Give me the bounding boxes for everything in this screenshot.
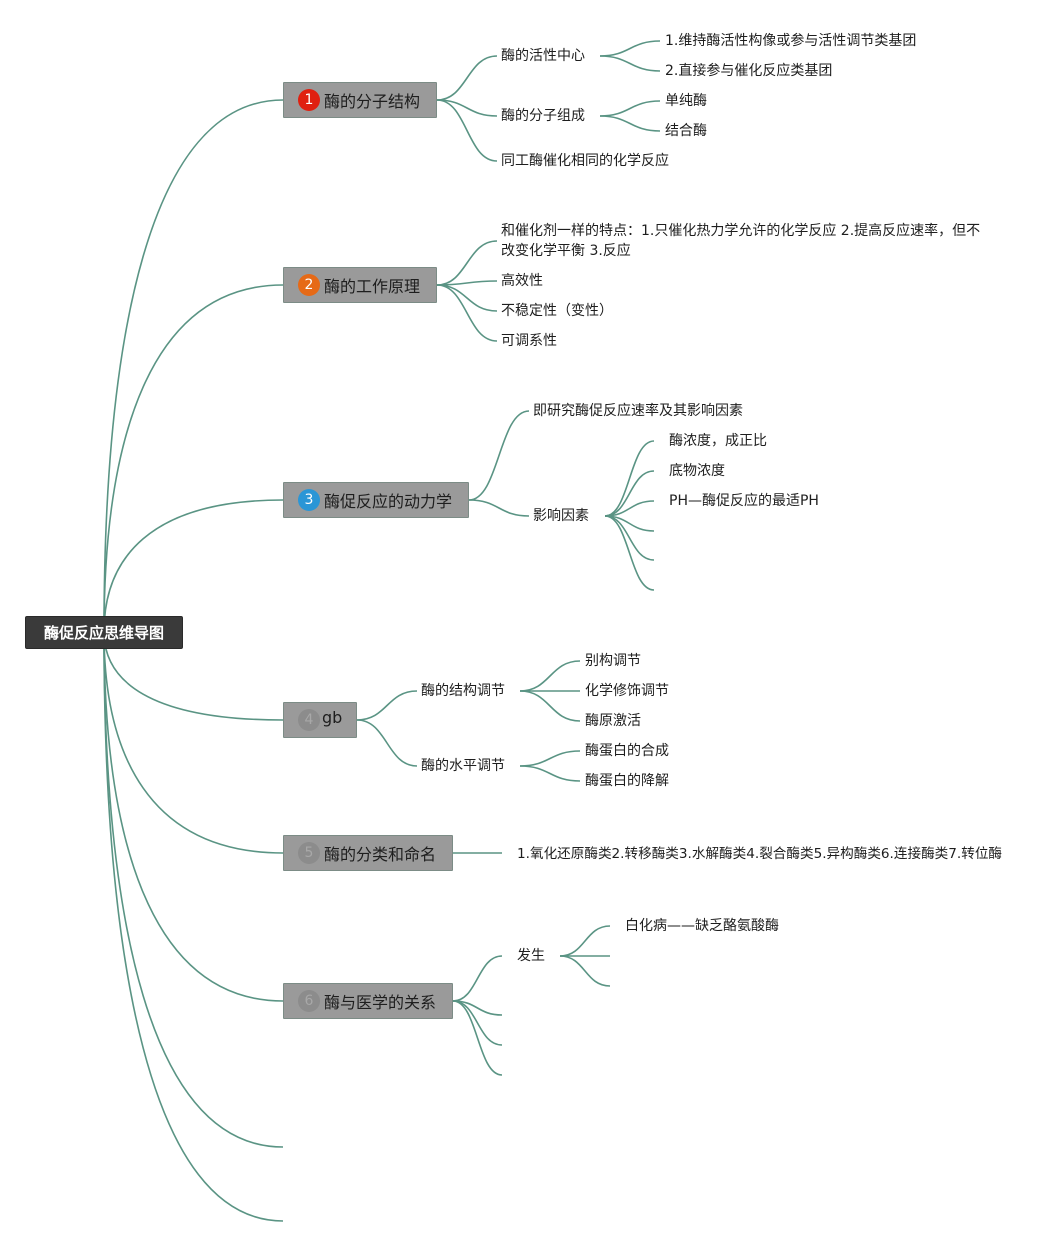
topic-3-child-1[interactable]: 即研究酶促反应速率及其影响因素 — [533, 403, 743, 419]
t3-c2-l6-line — [604, 515, 655, 591]
badge-5-icon: 5 — [298, 842, 320, 864]
topic-5-child-1[interactable]: 1.氧化还原酶类2.转移酶类3.水解酶类4.裂合酶类5.异构酶类6.连接酶类7.… — [517, 846, 1003, 862]
t4-c2-line — [356, 719, 418, 767]
t4-c2-l1-line — [519, 750, 581, 767]
topic-2[interactable]: 2 酶的工作原理 — [283, 267, 437, 303]
root-to-topic-4-line — [103, 631, 284, 721]
topic-1-child-3[interactable]: 同工酶催化相同的化学反应 — [501, 153, 669, 169]
t1-c1-line — [436, 55, 498, 101]
topic-6[interactable]: 6 酶与医学的关系 — [283, 983, 453, 1019]
t1-c1-l1-line — [599, 40, 661, 57]
topic-4-child-1[interactable]: 酶的结构调节 — [421, 683, 505, 699]
topic-6-label: 酶与医学的关系 — [324, 993, 437, 1012]
topic-4-child-1-leaf-2[interactable]: 化学修饰调节 — [585, 683, 669, 699]
t2-c4-line — [436, 284, 498, 342]
t6-c1-line — [452, 955, 503, 1002]
topic-6-child-1[interactable]: 发生 — [517, 948, 545, 964]
topic-1[interactable]: 1 酶的分子结构 — [283, 82, 437, 118]
topic-5[interactable]: 5 酶的分类和命名 — [283, 835, 453, 871]
topic-3-child-2-leaf-2[interactable]: 底物浓度 — [669, 463, 725, 479]
t1-c2-l2-line — [599, 115, 661, 132]
root-to-topic-5-line — [103, 631, 284, 854]
root-label: 酶促反应思维导图 — [43, 624, 164, 642]
t3-c2-l2-line — [604, 470, 655, 517]
badge-1-icon: 1 — [298, 89, 320, 111]
topic-1-child-2[interactable]: 酶的分子组成 — [501, 108, 585, 124]
topic-1-child-1-leaf-2[interactable]: 2.直接参与催化反应类基团 — [665, 63, 833, 79]
t2-c3-line — [436, 284, 498, 312]
root-to-topic-2-line — [103, 284, 284, 633]
t1-c1-l2-line — [599, 55, 661, 72]
root-to-topic-7-line — [103, 631, 284, 1148]
t1-c3-line — [436, 99, 498, 162]
root-to-topic-6-line — [103, 631, 284, 1002]
topic-4-label: gb — [322, 707, 343, 727]
t3-c2-line — [468, 499, 530, 517]
topic-3-label: 酶促反应的动力学 — [324, 492, 453, 511]
t3-c1-line — [468, 410, 530, 501]
topic-3[interactable]: 3 酶促反应的动力学 — [283, 482, 469, 518]
topic-2-child-2[interactable]: 高效性 — [501, 273, 543, 289]
t2-c1-line — [436, 240, 498, 286]
topic-2-child-3[interactable]: 不稳定性（变性） — [501, 303, 613, 319]
t4-c2-l2-line — [519, 765, 581, 782]
topic-4[interactable]: 4 gb — [283, 702, 357, 738]
topic-1-child-1[interactable]: 酶的活性中心 — [501, 48, 585, 64]
t6-c4-line — [452, 1000, 503, 1076]
topic-4-child-2[interactable]: 酶的水平调节 — [421, 758, 505, 774]
t3-c2-l1-line — [604, 440, 655, 517]
root-to-topic-8-line — [103, 631, 284, 1222]
badge-2-icon: 2 — [298, 274, 320, 296]
topic-3-child-2-leaf-3[interactable]: PH—酶促反应的最适PH — [669, 493, 819, 509]
badge-3-icon: 3 — [298, 489, 320, 511]
t4-c1-line — [356, 690, 418, 721]
t4-c1-l3-line — [519, 690, 581, 722]
topic-3-child-2-leaf-1[interactable]: 酶浓度，成正比 — [669, 433, 767, 449]
topic-2-child-1[interactable]: 和催化剂一样的特点：1.只催化热力学允许的化学反应 2.提高反应速率，但不改变化… — [501, 223, 981, 259]
topic-1-label: 酶的分子结构 — [324, 92, 421, 111]
t1-c2-l1-line — [599, 100, 661, 117]
topic-1-child-2-leaf-2[interactable]: 结合酶 — [665, 123, 707, 139]
t6-c1-l1-line — [559, 925, 611, 957]
t4-c1-l1-line — [519, 660, 581, 692]
topic-5-label: 酶的分类和命名 — [324, 845, 437, 864]
topic-4-child-1-leaf-1[interactable]: 别构调节 — [585, 653, 641, 669]
badge-4-icon: 4 — [298, 709, 320, 731]
t1-c2-line — [436, 99, 498, 117]
topic-1-child-2-leaf-1[interactable]: 单纯酶 — [665, 93, 707, 109]
root-node[interactable]: 酶促反应思维导图 — [25, 616, 183, 649]
topic-3-child-2[interactable]: 影响因素 — [533, 508, 589, 524]
root-to-topic-3-line — [103, 499, 284, 633]
topic-4-child-2-leaf-1[interactable]: 酶蛋白的合成 — [585, 743, 669, 759]
t6-c1-l3-line — [559, 955, 611, 987]
topic-6-child-1-leaf-1[interactable]: 白化病——缺乏酪氨酸酶 — [625, 918, 779, 934]
topic-2-label: 酶的工作原理 — [324, 277, 421, 296]
topic-1-child-1-leaf-1[interactable]: 1.维持酶活性构像或参与活性调节类基团 — [665, 33, 917, 49]
badge-6-icon: 6 — [298, 990, 320, 1012]
root-to-topic-1-line — [103, 99, 284, 633]
topic-2-child-4[interactable]: 可调系性 — [501, 333, 557, 349]
topic-4-child-2-leaf-2[interactable]: 酶蛋白的降解 — [585, 773, 669, 789]
topic-4-child-1-leaf-3[interactable]: 酶原激活 — [585, 713, 641, 729]
